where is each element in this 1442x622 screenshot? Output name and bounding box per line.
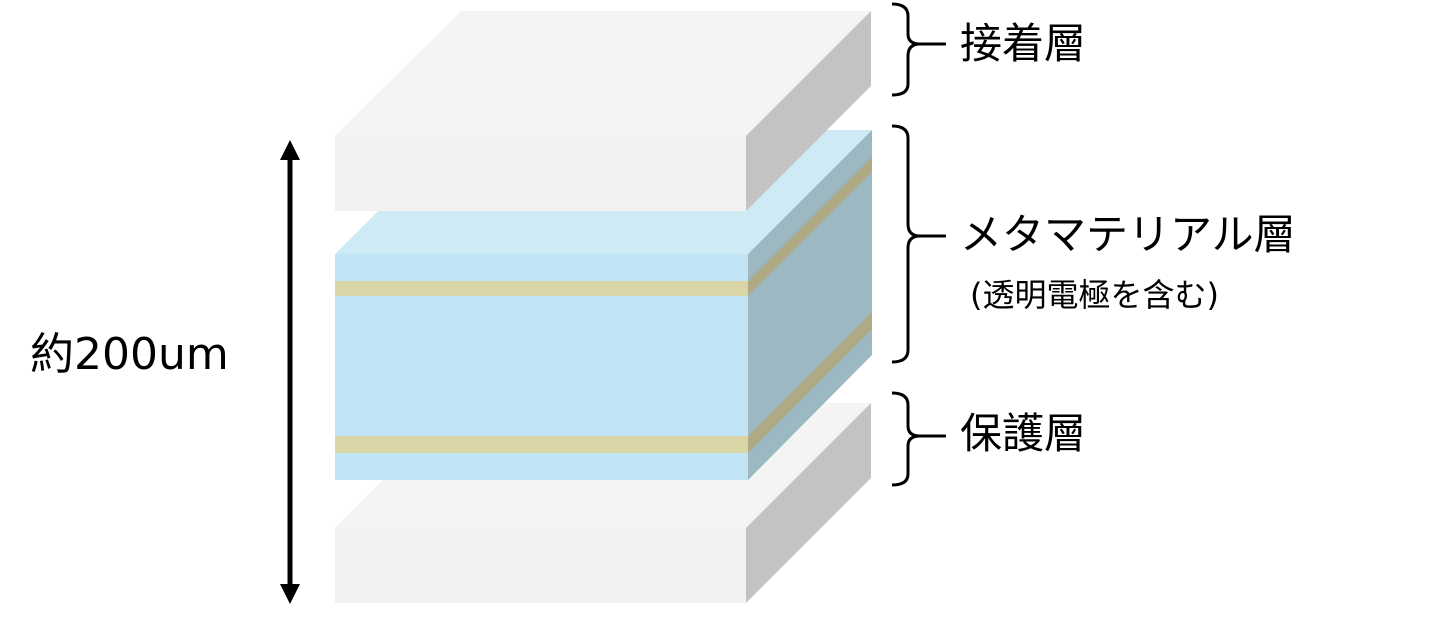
adhesive-layer-block — [335, 11, 871, 211]
brace-adhesive — [891, 2, 946, 97]
metamaterial-note: (透明電極を含む) — [970, 276, 1219, 314]
brace-metamaterial — [891, 124, 946, 364]
brace-protective — [891, 391, 946, 487]
metamaterial-layer-label: メタマテリアル層 — [960, 210, 1296, 259]
electrode-layer-upper — [335, 157, 872, 296]
thickness-label: 約200um — [30, 329, 229, 380]
electrode-layer-lower — [335, 312, 872, 453]
protective-layer-label: 保護層 — [960, 409, 1087, 458]
thickness-arrow — [280, 140, 300, 604]
adhesive-layer-label: 接着層 — [960, 19, 1087, 68]
